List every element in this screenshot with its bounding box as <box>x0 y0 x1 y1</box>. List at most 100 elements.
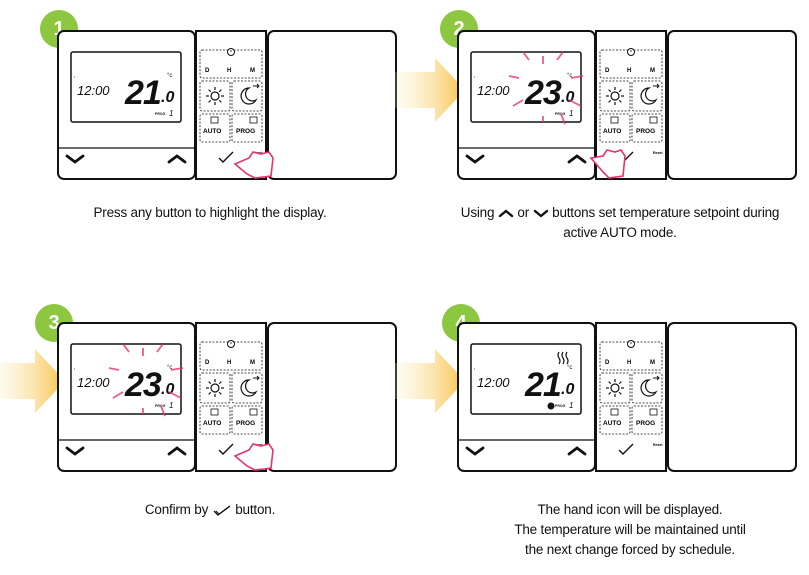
key-d: D <box>205 68 210 74</box>
hand-pointer-icon <box>233 443 274 471</box>
flow-arrow-icon <box>0 349 65 413</box>
lcd-temperature-decimal: .0 <box>561 89 574 106</box>
sun-ray <box>618 89 622 93</box>
eco-key <box>231 80 263 112</box>
calendar-icon <box>610 408 619 416</box>
comfort-key <box>199 80 231 112</box>
sun-ray <box>608 391 612 395</box>
chevron-up-icon <box>167 154 187 164</box>
key-auto: AUTO <box>603 128 621 135</box>
lcd-prog-label: PROG <box>155 112 166 116</box>
step-4-caption: The hand icon will be displayed. The tem… <box>460 500 800 560</box>
sun-core <box>610 383 620 393</box>
highlight-ray <box>156 343 164 353</box>
highlight-ray <box>112 391 124 399</box>
checkmark-icon <box>218 443 234 455</box>
highlight-ray <box>160 405 166 417</box>
lcd-temperature-decimal: .0 <box>161 89 174 106</box>
lcd-temperature-integer: 23 <box>124 366 162 404</box>
sun-ray <box>608 381 612 385</box>
flow-arrow-icon <box>395 349 465 413</box>
key-m: M <box>650 68 655 74</box>
comfort-key <box>599 372 631 404</box>
lcd-time: 12:00 <box>477 83 510 98</box>
key-h: H <box>627 360 631 366</box>
lcd-dot: ’ <box>74 77 75 83</box>
chevron-down-icon <box>533 210 548 218</box>
caption-line: the next change forced by schedule. <box>525 542 735 557</box>
lcd-dot: ’ <box>74 369 75 375</box>
key-prog: PROG <box>236 420 255 427</box>
key-prog: PROG <box>636 128 655 135</box>
step-2-caption: Using or buttons set temperature setpoin… <box>450 203 790 243</box>
sun-icon <box>606 379 624 397</box>
step-1-caption: Press any button to highlight the displa… <box>60 203 360 223</box>
key-m: M <box>250 68 255 74</box>
auto-key <box>199 405 231 435</box>
reset-label: Reset <box>653 443 663 447</box>
key-d: D <box>205 360 210 366</box>
key-d: D <box>605 360 610 366</box>
lcd-temperature-decimal: .0 <box>161 381 174 398</box>
arrow-icon <box>253 83 260 89</box>
lcd-prog-label: PROG <box>555 404 566 408</box>
chevron-down-icon <box>465 154 485 164</box>
eco-key <box>231 372 263 404</box>
key-d: D <box>605 68 610 74</box>
sun-icon <box>606 87 624 105</box>
sun-ray <box>608 89 612 93</box>
key-auto: AUTO <box>203 420 221 427</box>
hand-pointer-icon <box>233 151 274 179</box>
chevron-down-icon <box>65 154 85 164</box>
arrow-icon <box>253 375 260 381</box>
highlight-ray <box>570 75 584 79</box>
sun-ray <box>208 381 212 385</box>
lcd-temperature-integer: 21 <box>124 74 161 112</box>
sun-icon <box>206 87 224 105</box>
lcd-time: 12:00 <box>77 83 110 98</box>
eco-key <box>631 80 663 112</box>
lcd-screen <box>470 343 582 415</box>
calendar-icon <box>210 116 219 124</box>
lcd-prog-number: 1 <box>169 401 173 410</box>
lcd-temperature-decimal: .0 <box>561 381 574 398</box>
highlight-ray <box>108 367 120 371</box>
calendar-icon <box>249 116 258 124</box>
lcd-temperature-integer: 21 <box>524 366 561 404</box>
key-h: H <box>627 68 631 74</box>
eco-key <box>631 372 663 404</box>
lcd-temperature-integer: 23 <box>524 74 562 112</box>
heat-waves-icon <box>557 351 569 365</box>
heat-wave <box>557 351 561 365</box>
caption-text: button. <box>235 502 276 517</box>
lcd-time: 12:00 <box>477 375 510 390</box>
caption-line: Press any button to highlight the displa… <box>93 205 327 220</box>
highlight-ray <box>568 99 582 107</box>
reset-label: Reset <box>653 151 663 155</box>
sun-core <box>210 383 220 393</box>
lcd-screen <box>70 343 182 415</box>
lcd-prog-number: 1 <box>569 109 573 118</box>
prog-key <box>231 405 263 435</box>
highlight-ray <box>168 391 182 399</box>
sun-ray <box>208 89 212 93</box>
sun-ray <box>618 99 622 103</box>
sun-ray <box>218 89 222 93</box>
lcd-unit: °c <box>167 365 172 371</box>
sun-core <box>610 91 620 101</box>
sun-ray <box>618 381 622 385</box>
sun-ray <box>218 99 222 103</box>
key-prog: PROG <box>636 420 655 427</box>
sun-ray <box>208 99 212 103</box>
moon-icon <box>240 379 258 397</box>
caption-text: Confirm by <box>144 502 209 517</box>
caption-text: or <box>517 205 530 220</box>
